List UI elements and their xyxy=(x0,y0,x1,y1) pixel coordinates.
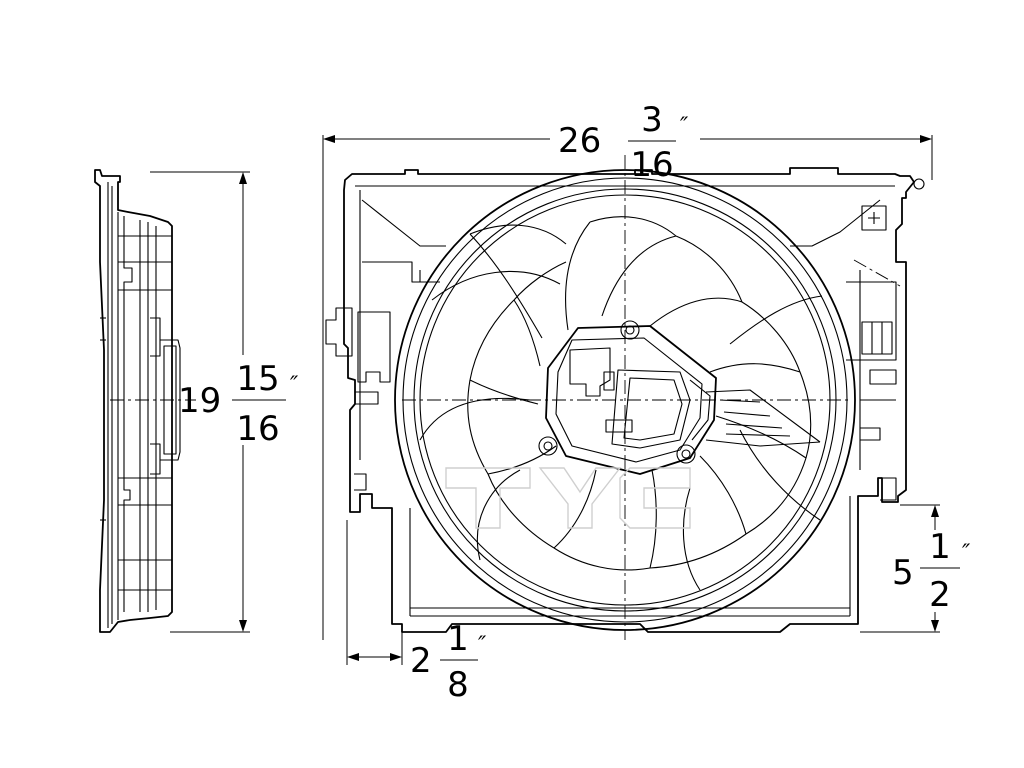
height-denominator: 16 xyxy=(236,409,279,449)
width-numerator: 3 xyxy=(641,100,663,140)
height-unit: ″ xyxy=(290,373,299,398)
height-numerator: 15 xyxy=(236,359,279,399)
width-unit: ″ xyxy=(680,114,689,139)
right-offset-denominator: 2 xyxy=(929,575,951,615)
width-denominator: 16 xyxy=(630,145,673,185)
front-view xyxy=(325,155,925,640)
left-offset-denominator: 8 xyxy=(447,665,469,705)
side-view xyxy=(94,169,196,633)
watermark-logo xyxy=(445,467,691,529)
right-offset-numerator: 1 xyxy=(929,527,951,567)
left-offset-dimension: 2 1 8 ″ xyxy=(346,520,487,705)
height-whole: 19 xyxy=(178,381,221,421)
left-offset-whole: 2 xyxy=(410,641,432,681)
right-offset-whole: 5 xyxy=(892,553,914,593)
fan-blades xyxy=(419,216,823,591)
height-dimension: 19 15 16 ″ xyxy=(150,171,299,633)
left-offset-unit: ″ xyxy=(478,633,487,658)
left-offset-numerator: 1 xyxy=(447,619,469,659)
width-dimension: 26 3 16 ″ xyxy=(322,100,933,640)
right-offset-dimension: 5 1 2 ″ xyxy=(860,504,971,633)
width-whole: 26 xyxy=(558,121,601,161)
right-offset-unit: ″ xyxy=(962,541,971,566)
